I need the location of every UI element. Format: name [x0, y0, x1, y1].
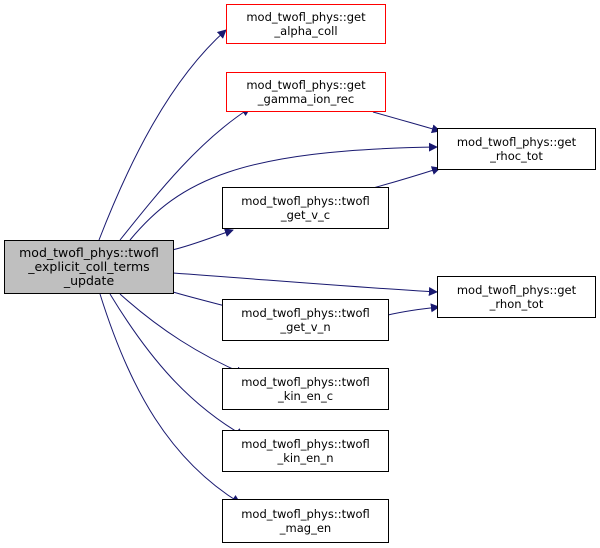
node-label-line: mod_twofl_phys::twofl: [241, 437, 370, 451]
node-label-line: _get_v_n: [280, 320, 331, 334]
node-get-rhon-tot[interactable]: mod_twofl_phys::get _rhon_tot: [437, 276, 596, 318]
node-twofl-get-v-c[interactable]: mod_twofl_phys::twofl _get_v_c: [222, 187, 389, 229]
edge-root-to-vc: [171, 228, 234, 251]
node-label-line: mod_twofl_phys::twofl: [241, 375, 370, 389]
edge-root-to-alpha: [98, 29, 227, 241]
node-label-line: mod_twofl_phys::twofl: [241, 194, 370, 208]
node-label-line: mod_twofl_phys::get: [246, 10, 366, 24]
node-label-line: mod_twofl_phys::twofl: [241, 306, 370, 320]
edge-root-to-rhon: [172, 272, 438, 297]
node-label-line: _kin_en_n: [277, 451, 334, 465]
node-twofl-kin-en-n[interactable]: mod_twofl_phys::twofl _kin_en_n: [222, 430, 389, 472]
node-label-line: mod_twofl_phys::twofl: [19, 245, 159, 260]
edge-root-to-rhoc: [129, 142, 438, 241]
node-label-line: _alpha_coll: [274, 24, 338, 38]
node-label-line: _explicit_coll_terms: [28, 259, 150, 274]
node-label-line: _rhoc_tot: [490, 149, 543, 163]
node-label-line: mod_twofl_phys::get: [456, 135, 577, 149]
node-get-gamma-ion-rec[interactable]: mod_twofl_phys::get _gamma_ion_rec: [226, 72, 386, 112]
node-twofl-get-v-n[interactable]: mod_twofl_phys::twofl _get_v_n: [222, 299, 389, 341]
node-label-line: _get_v_c: [280, 208, 331, 222]
node-label-line: _kin_en_c: [277, 389, 334, 403]
node-label-line: _gamma_ion_rec: [257, 92, 355, 106]
edge-vc-to-rhoc: [372, 166, 441, 189]
edge-root-to-kinn: [109, 293, 245, 437]
edge-root-to-magen: [99, 293, 241, 504]
edge-vn-to-rhon: [387, 303, 440, 316]
node-twofl-explicit-coll-terms-update: mod_twofl_phys::twofl _explicit_coll_ter…: [4, 240, 174, 294]
node-label-line: _rhon_tot: [489, 297, 544, 311]
node-twofl-kin-en-c[interactable]: mod_twofl_phys::twofl _kin_en_c: [222, 368, 389, 410]
node-label-line: mod_twofl_phys::get: [456, 283, 577, 297]
node-twofl-mag-en[interactable]: mod_twofl_phys::twofl _mag_en: [222, 499, 389, 543]
node-get-alpha-coll[interactable]: mod_twofl_phys::get _alpha_coll: [226, 4, 386, 44]
node-label-line: mod_twofl_phys::twofl: [241, 507, 370, 521]
edge-root-to-gamma: [119, 107, 251, 241]
node-label-line: mod_twofl_phys::get: [246, 78, 366, 92]
edge-root-to-kinc: [119, 293, 245, 375]
node-label-line: _mag_en: [279, 521, 332, 535]
node-get-rhoc-tot[interactable]: mod_twofl_phys::get _rhoc_tot: [437, 128, 596, 170]
node-label-line: _update: [63, 273, 115, 288]
edge-gamma-to-rhoc: [372, 111, 441, 134]
